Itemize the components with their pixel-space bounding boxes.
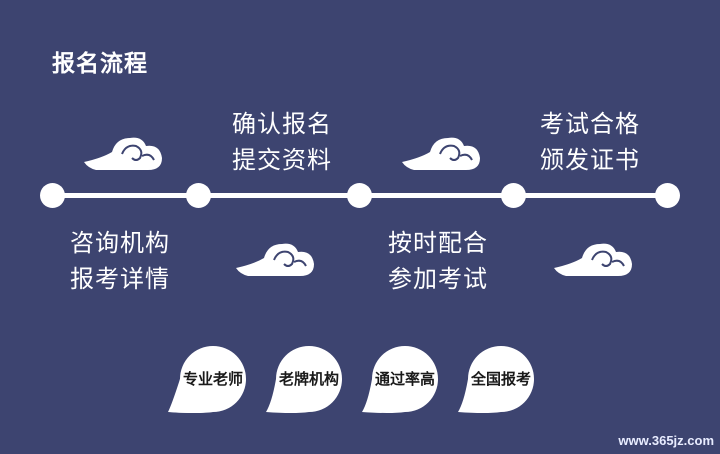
badge-1: 专业老师 <box>168 344 258 414</box>
badge-4-label: 全国报考 <box>470 370 531 388</box>
step-1-line2: 报考详情 <box>70 265 170 293</box>
step-2-line2: 提交资料 <box>232 146 332 174</box>
cloud-icon <box>236 243 314 276</box>
badge-2: 老牌机构 <box>264 344 354 414</box>
step-3-line2: 参加考试 <box>388 265 488 293</box>
page-title: 报名流程 <box>52 51 148 77</box>
cloud-icon <box>84 137 162 170</box>
cloud-icon <box>402 137 480 170</box>
step-4-line1: 考试合格 <box>540 110 640 138</box>
watermark: www.365jz.com <box>618 433 714 448</box>
step-2-line1: 确认报名 <box>232 110 332 138</box>
step-4: 考试合格 颁发证书 <box>540 106 640 178</box>
badge-1-label: 专业老师 <box>182 370 243 388</box>
badge-2-label: 老牌机构 <box>278 370 339 388</box>
step-2: 确认报名 提交资料 <box>232 106 332 178</box>
step-1-line1: 咨询机构 <box>70 229 170 257</box>
timeline-node-1 <box>40 183 65 208</box>
timeline-node-4 <box>501 183 526 208</box>
badge-4: 全国报考 <box>456 344 546 414</box>
badge-3: 通过率高 <box>360 344 450 414</box>
badge-3-label: 通过率高 <box>374 370 435 388</box>
step-3: 按时配合 参加考试 <box>388 225 488 297</box>
cloud-icon <box>554 243 632 276</box>
timeline-node-5 <box>655 183 680 208</box>
step-4-line2: 颁发证书 <box>540 146 640 174</box>
timeline-node-3 <box>347 183 372 208</box>
step-3-line1: 按时配合 <box>388 229 488 257</box>
step-1: 咨询机构 报考详情 <box>70 225 170 297</box>
timeline-node-2 <box>186 183 211 208</box>
